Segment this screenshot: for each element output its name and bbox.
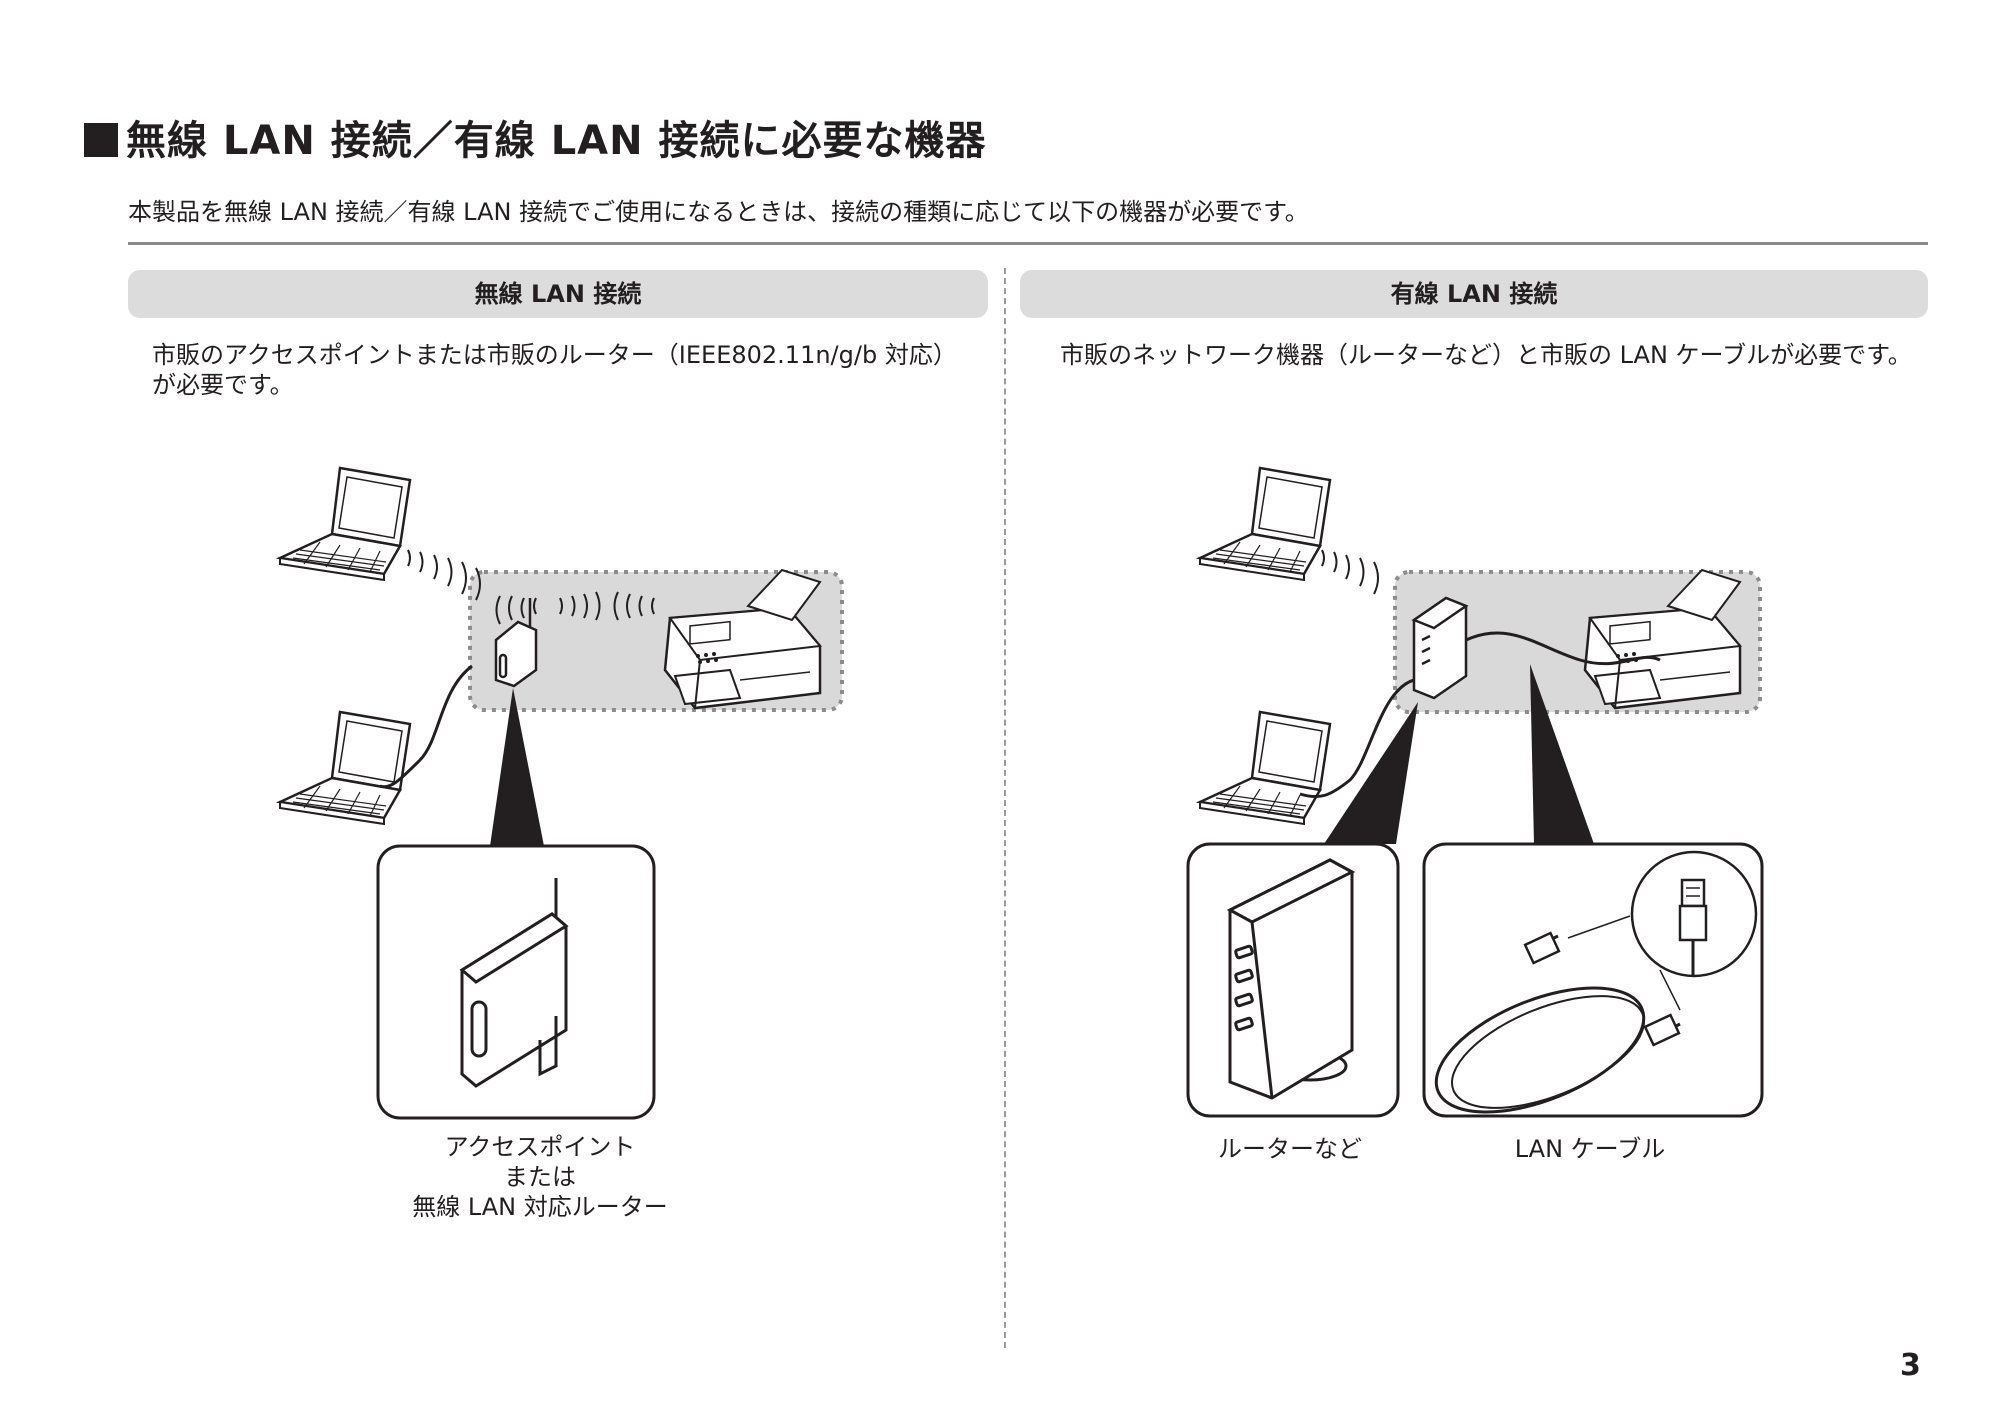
lan-cable [1434, 850, 1758, 1114]
caption-line: アクセスポイント [444, 1133, 636, 1161]
router-caption: ルーターなど [1218, 1135, 1362, 1163]
intro-text: 本製品を無線 LAN 接続／有線 LAN 接続でご使用になるときは、接続の種類に… [128, 198, 1309, 226]
page-title-text: 無線 LAN 接続／有線 LAN 接続に必要な機器 [126, 118, 987, 164]
router-small [1411, 596, 1469, 700]
router-pointer [1324, 702, 1418, 844]
square-bullet-icon [84, 123, 118, 157]
caption-line: 無線 LAN 対応ルーター [412, 1193, 668, 1221]
wireless-section-header: 無線 LAN 接続 [128, 270, 988, 318]
access-point-large [459, 878, 569, 1088]
zoom-pointer [490, 688, 544, 846]
page-title: 無線 LAN 接続／有線 LAN 接続に必要な機器 [84, 108, 987, 166]
router-large [1226, 858, 1356, 1100]
cable-pointer [1530, 664, 1594, 844]
lan-cable-caption: LAN ケーブル [1514, 1135, 1666, 1163]
wired-description: 市販のネットワーク機器（ルーターなど）と市販の LAN ケーブルが必要です。 [1060, 341, 1912, 369]
caption-line: または [504, 1163, 576, 1191]
access-point-caption: アクセスポイント または 無線 LAN 対応ルーター [370, 1132, 710, 1222]
page-number: 3 [1900, 1348, 1921, 1383]
access-point-small [494, 598, 538, 688]
wireless-diagram [278, 466, 844, 1120]
wired-section-header: 有線 LAN 接続 [1020, 270, 1928, 318]
column-divider [1004, 268, 1006, 1348]
wireless-description: 市販のアクセスポイントまたは市販のルーター（IEEE802.11n/g/b 対応… [152, 341, 957, 399]
horizontal-rule [128, 242, 1928, 245]
wired-diagram [1186, 466, 1764, 1118]
